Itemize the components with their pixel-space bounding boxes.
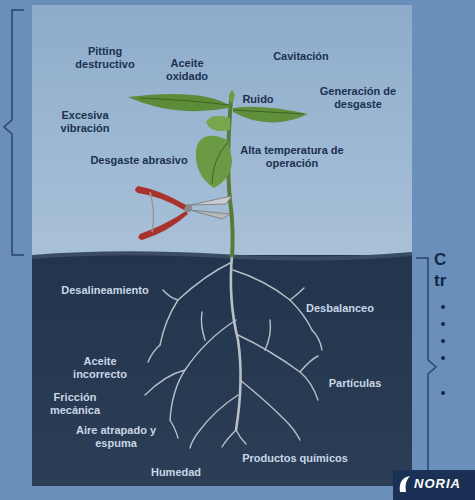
symptom-label: Excesiva vibración — [50, 109, 120, 135]
cause-label: Desalineamiento — [50, 284, 160, 297]
logo-box — [393, 470, 475, 500]
cause-label: Desbalanceo — [298, 302, 382, 315]
bracket — [4, 10, 24, 255]
sky — [32, 5, 412, 257]
pruning-shears — [135, 186, 232, 240]
cut-off-heading: C — [434, 250, 464, 270]
symptom-label: Alta temperatura de operación — [236, 144, 348, 170]
cut-off-heading: tr — [434, 271, 464, 291]
symptom-label: Cavitación — [262, 50, 340, 63]
cause-label: Aire atrapado y espuma — [66, 424, 166, 450]
leaves — [128, 90, 308, 188]
cause-label: Partículas — [320, 377, 390, 390]
soil — [32, 255, 412, 486]
cause-label: Humedad — [142, 466, 210, 479]
bracket — [416, 258, 436, 480]
ground-line — [32, 253, 412, 258]
symptom-label: Pitting destructivo — [67, 45, 143, 71]
bullets — [441, 305, 445, 395]
symptom-label: Generación de desgaste — [310, 85, 406, 111]
symptom-label: Ruido — [240, 93, 276, 106]
cause-label: Productos químicos — [236, 452, 354, 465]
cause-label: Fricción mecánica — [42, 391, 108, 417]
symptom-label: Aceite oxidado — [158, 57, 216, 83]
logo-icon — [400, 476, 410, 492]
symptom-label: Desgaste abrasivo — [84, 154, 194, 167]
logo-text: NORIA — [414, 477, 472, 490]
roots — [145, 255, 322, 448]
cause-label: Aceite incorrecto — [66, 355, 134, 381]
